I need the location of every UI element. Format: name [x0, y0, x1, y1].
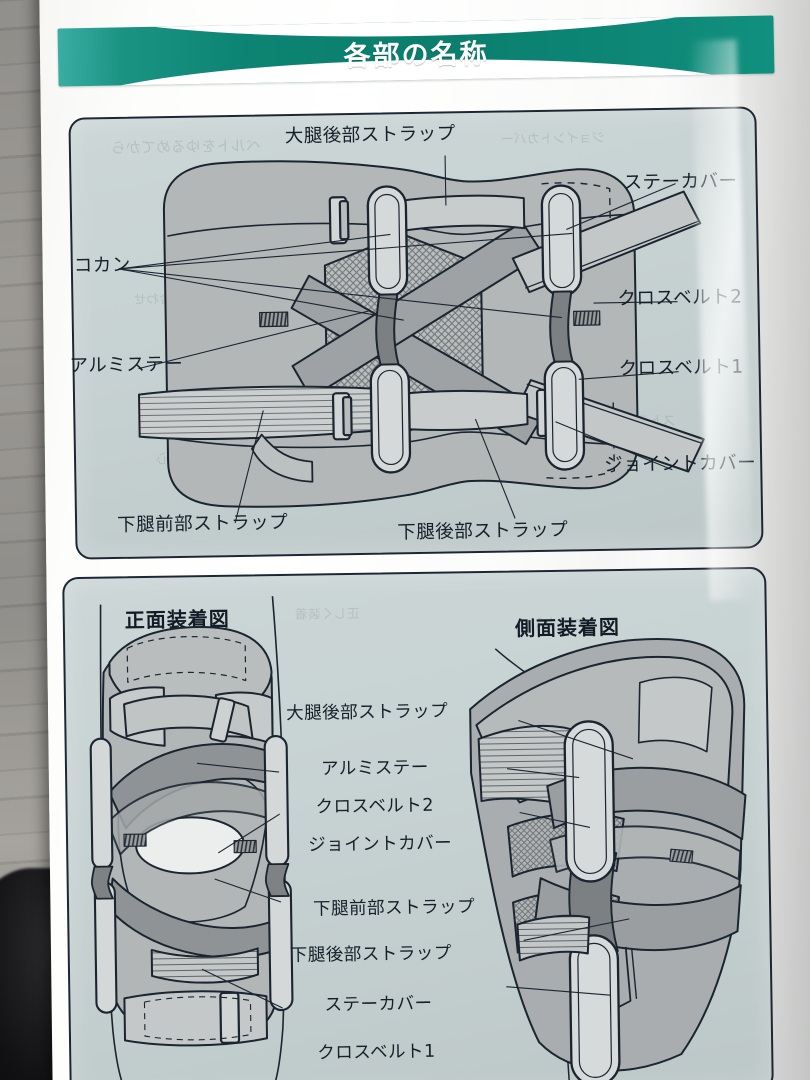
- label-b-cross-belt-1: クロスベルト1: [317, 1041, 436, 1064]
- label-cross-belt-2: クロスベルト2: [617, 286, 743, 310]
- label-shank-front-strap: 下腿前部ストラップ: [116, 512, 289, 536]
- label-b-cross-belt-2: クロスベルト2: [315, 795, 435, 818]
- wearing-views-illustration: [89, 596, 747, 1080]
- label-b-shank-front-strap: 下腿前部ストラップ: [312, 897, 476, 920]
- label-stay-cover: ステーカバー: [623, 170, 738, 194]
- page-title: 各部の名称: [343, 38, 489, 73]
- label-thigh-rear-strap: 大腿後部ストラップ: [284, 123, 456, 148]
- label-cross-belt-1: クロスベルト1: [618, 356, 744, 380]
- panel-parts-overview: ベルトをゆるめてから ジョイントカバー ひざの位置を合わせ アルミステーを スト…: [68, 106, 764, 560]
- page-header-banner: 各部の名称: [57, 15, 775, 87]
- label-b-shank-rear-strap: 下腿後部ストラップ: [289, 943, 452, 966]
- flat-brace-illustration: [118, 155, 705, 524]
- label-aluminium-stay: アルミステー: [69, 353, 184, 377]
- panel-wearing-views: 正しく装着 ベルト1 正面装着図 側面装着図: [62, 566, 774, 1080]
- label-b-stay-cover: ステーカバー: [324, 993, 433, 1016]
- label-b-thigh-rear-strap: 大腿後部ストラップ: [286, 701, 449, 724]
- label-joint-cover: ジョイントカバー: [604, 452, 757, 476]
- label-b-joint-cover: ジョイントカバー: [308, 833, 453, 856]
- label-b-aluminium-stay: アルミステー: [320, 757, 429, 780]
- label-kokan: コカン: [73, 254, 132, 277]
- label-shank-rear-strap: 下腿後部ストラップ: [397, 519, 569, 544]
